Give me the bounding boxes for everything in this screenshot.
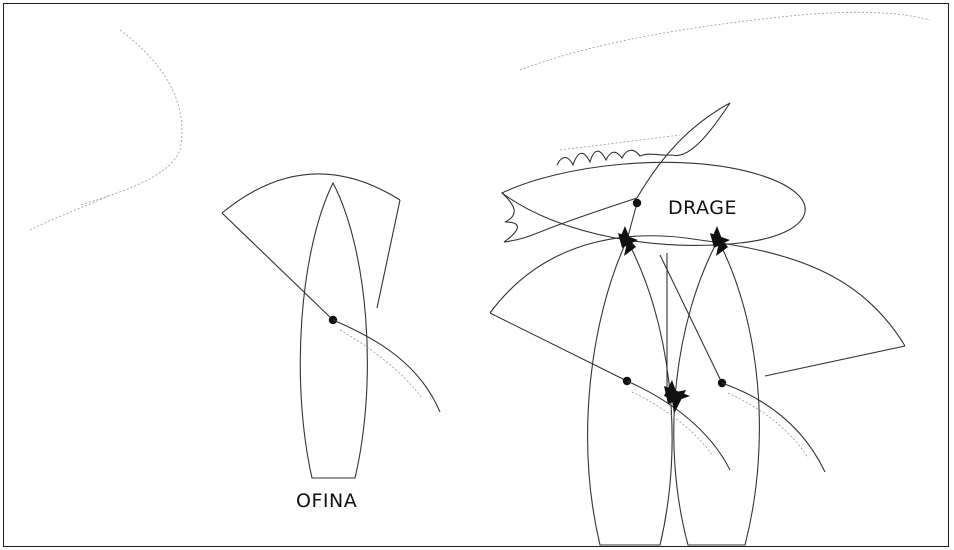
arrow-cluster-top-right (710, 226, 730, 256)
drage-right-ellipse (673, 238, 760, 546)
drage-top-ellipse (500, 161, 806, 246)
diagram-frame (3, 3, 949, 547)
drage-top-pivot-dot (632, 198, 642, 208)
drage-scribble (501, 192, 638, 243)
background-artifacts (29, 11, 931, 231)
drage-right-trajectory-ghost (727, 392, 809, 459)
drage-left-trajectory-ghost (631, 391, 713, 456)
ofina-group (221, 173, 441, 479)
ofina-ellipse (299, 181, 368, 479)
ofina-fan-right-edge (376, 199, 401, 309)
drage-right-trajectory (721, 382, 826, 473)
drage-top-link (626, 202, 638, 241)
drage-wavy-edge (556, 149, 673, 167)
drage-fan-left-edge (489, 312, 628, 382)
arrow-cluster-middle (664, 380, 690, 414)
arrow-cluster-top-left (618, 226, 638, 256)
drage-fan-arc (489, 235, 906, 347)
drage-cross-link (659, 254, 723, 384)
ofina-label: OFINA (296, 490, 357, 512)
ofina-trajectory-ghost (339, 329, 423, 399)
drage-blade (636, 102, 731, 199)
drage-fan-right-edge (764, 345, 906, 377)
drage-left-trajectory (626, 380, 731, 471)
drage-left-ellipse (587, 238, 673, 546)
ofina-fan-left-edge (221, 212, 334, 321)
drage-label: DRAGE (668, 197, 737, 219)
ofina-fan-arc (221, 173, 401, 214)
drage-group (489, 102, 906, 546)
ofina-trajectory (332, 319, 441, 413)
